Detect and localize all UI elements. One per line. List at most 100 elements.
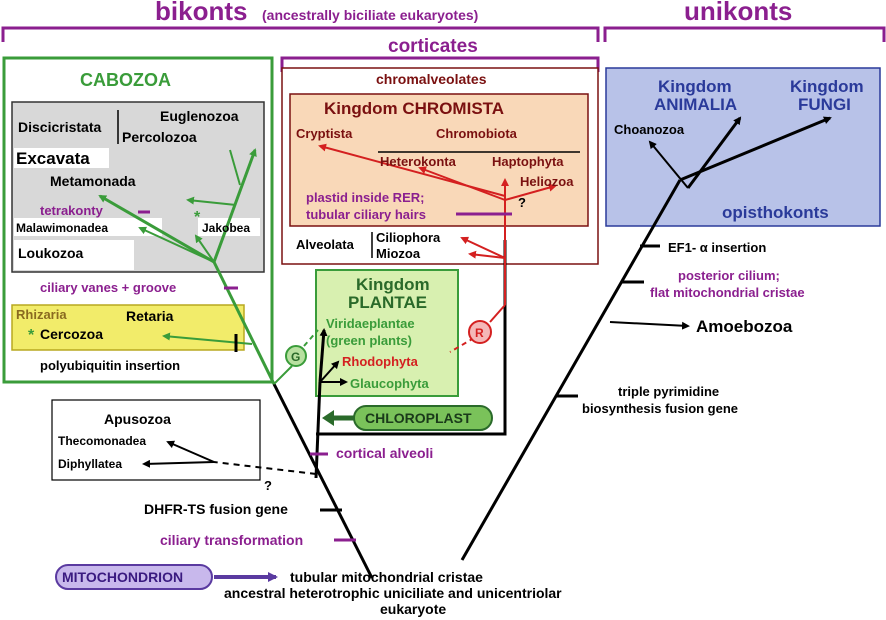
trunk-left (272, 383, 374, 579)
mitochondrion-badge (55, 564, 213, 590)
corticates-title: corticates (388, 36, 478, 57)
heterokonta-label: Heterokonta (380, 154, 457, 169)
ciliary-vanes-label: ciliary vanes + groove (40, 280, 176, 295)
green-dash-g (303, 329, 319, 347)
green-star-2: * (28, 327, 35, 344)
green-plants-label: (green plants) (326, 333, 412, 348)
bikonts-bracket (1, 26, 600, 42)
flat-label: flat mitochondrial cristae (650, 285, 805, 300)
plantae-box (315, 269, 459, 397)
bikonts-note: (ancestrally biciliate eukaryotes) (262, 7, 478, 23)
cortical-label: cortical alveoli (336, 445, 433, 461)
apusozoa-title: Apusozoa (104, 411, 171, 427)
jakobea-bg (198, 218, 260, 236)
ancestral-label: ancestral heterotrophic uniciliate and u… (224, 585, 562, 601)
excavata-label-bg (14, 148, 109, 168)
unikonts-bracket (603, 26, 886, 42)
branch-rhodophyta (319, 360, 340, 383)
apus-theco (166, 440, 215, 463)
metamonada-label: Metamonada (50, 173, 136, 189)
red-dashed-rhodo (449, 337, 475, 353)
red-heterokonta (418, 166, 506, 201)
discicristata-label: Discicristata (18, 119, 101, 135)
plastid-rer-label: plastid inside RER; (306, 190, 424, 205)
viridae-label: Viridaeplantae (326, 316, 415, 331)
opisthokonts-label: opisthokonts (722, 203, 829, 222)
ef1-label: EF1- α insertion (668, 240, 766, 255)
green-malawi (138, 226, 215, 263)
loukozoa-bg (14, 240, 134, 270)
percolozoa-label: Percolozoa (122, 129, 197, 145)
retaria-label: Retaria (126, 308, 174, 324)
diphyllatea-label: Diphyllatea (58, 457, 122, 471)
red-heliozoa (504, 183, 557, 201)
cercozoa-label: Cercozoa (40, 326, 103, 342)
malawi-bg (14, 218, 162, 236)
plantae-title: PLANTAE (348, 293, 427, 312)
green-to-viridae (273, 365, 293, 385)
mitochondrion-label: MITOCHONDRION (62, 569, 183, 585)
choanozoa-label: Choanozoa (614, 122, 685, 137)
glaucophyta-label: Glaucophyta (350, 376, 430, 391)
dhfr-label: DHFR-TS fusion gene (144, 501, 288, 517)
chromista-box (289, 93, 589, 227)
branch-amoebozoa (609, 321, 690, 330)
green-euglena (229, 149, 241, 186)
animalia-kingdom: Kingdom (658, 77, 732, 96)
haptophyta-label: Haptophyta (492, 154, 564, 169)
branch-viridae (318, 328, 328, 383)
green-metamonada (98, 194, 215, 264)
plantae-kingdom: Kingdom (356, 275, 430, 294)
eukaryote-label: eukaryote (380, 601, 446, 617)
g-badge (285, 345, 307, 367)
fungi-title: FUNGI (798, 95, 851, 114)
alveolata-label: Alveolata (296, 237, 355, 252)
r-badge-label: R (475, 326, 484, 340)
biosynth-label: biosynthesis fusion gene (582, 401, 738, 416)
chromista-qmark: ? (518, 195, 526, 210)
euglenozoa-label: Euglenozoa (160, 108, 239, 124)
animalia-title: ANIMALIA (654, 95, 737, 114)
chloroplast-badge (353, 405, 493, 431)
chromobiota-label: Chromobiota (436, 126, 518, 141)
triple-label: triple pyrimidine (618, 384, 719, 399)
red-miozoa (468, 250, 506, 259)
apusozoa-box (51, 399, 261, 481)
tubular-label: tubular mitochondrial cristae (290, 569, 483, 585)
apus-diphyl (142, 459, 215, 468)
miozoa-label: Miozoa (376, 246, 421, 261)
cryptista-label: Cryptista (296, 126, 353, 141)
heliozoa-label: Heliozoa (520, 174, 574, 189)
r-badge (468, 320, 492, 344)
fungi-kingdom: Kingdom (790, 77, 864, 96)
green-star-1: * (194, 209, 201, 226)
chromista-title: Kingdom CHROMISTA (324, 99, 504, 118)
green-jakobea (194, 234, 215, 263)
excavata-label: Excavata (16, 149, 90, 168)
malawimonadea-label: Malawimonadea (16, 221, 108, 235)
green-percolozoa (186, 196, 237, 206)
branch-fungi (679, 116, 832, 182)
branch-choanozoa (648, 140, 689, 189)
trunk-right (460, 179, 682, 561)
loukozoa-label: Loukozoa (18, 245, 84, 261)
tetrakonty-label: tetrakonty (40, 203, 104, 218)
cabozoa-title: CABOZOA (80, 70, 171, 90)
thecomonadea-label: Thecomonadea (58, 434, 146, 448)
tubular-hairs-label: tubular ciliary hairs (306, 207, 426, 222)
posterior-label: posterior cilium; (678, 268, 780, 283)
red-dashed-to-r (489, 304, 506, 323)
red-ciliophora (460, 236, 506, 259)
g-badge-label: G (291, 350, 300, 364)
green-stem (212, 261, 276, 385)
rhizaria-box (11, 304, 245, 351)
polyubiquitin-label: polyubiquitin insertion (40, 358, 180, 373)
unikonts-title: unikonts (684, 0, 792, 26)
rhodophyta-label: Rhodophyta (342, 354, 419, 369)
chloroplast-arrowhead (322, 410, 334, 426)
chloroplast-label: CHLOROPLAST (365, 410, 472, 426)
bikonts-title: bikonts (155, 0, 247, 26)
corticates-bracket (280, 56, 600, 72)
